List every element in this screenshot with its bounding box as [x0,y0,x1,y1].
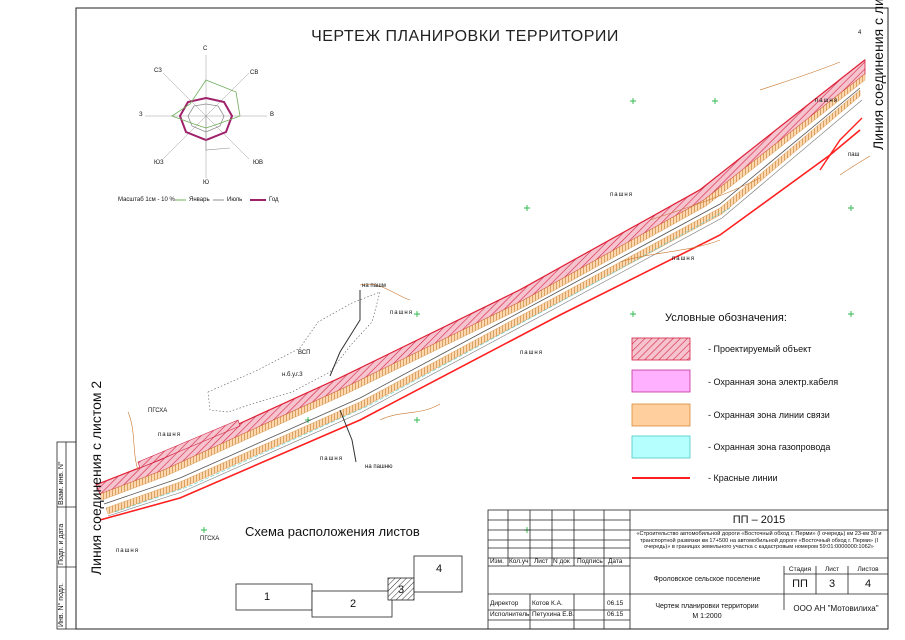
title-block-grid [487,509,889,630]
tb-drawing-name: Чертеж планировки территории [655,603,759,610]
tb-stage-label: Стадия [788,566,812,573]
legend-swatch-cable [631,369,691,393]
map-label-pashnya-3: пашня [520,350,543,356]
stamp-vzam: Взам. инв. N° [58,461,65,505]
link-line-sheet-4: Линия соединения с листом 4 [870,0,886,150]
legend-label-comm: - Охранная зона линии связи [708,410,830,420]
sheet-frame [75,7,889,630]
stamp-sign-date: Подп. и дата [58,523,65,565]
tb-sheet-label: Лист [824,566,840,573]
tb-header-date: Дата [608,558,623,565]
comm-zone-strip-2 [105,89,861,515]
tb-sheet: 3 [828,578,836,590]
legend-label-cable: - Охранная зона электр.кабеля [708,377,839,387]
map-label-pashnya-4: пашня [390,310,413,316]
map-label-na-pashnyu: на пашню [365,464,393,470]
tb-code: ПП – 2015 [732,514,786,526]
map-label-pgsha-2: ПГСХА [200,536,220,542]
sheet-scheme [235,555,463,618]
tb-sheets-label: Листов [857,566,879,573]
legend-label-redline: - Красные линии [708,473,778,483]
legend-label-projected: - Проектируемый объект [708,344,812,354]
tb-executor-date: 06.15 [607,611,624,618]
access-road-south [339,409,357,463]
windrose-legend-year: Год [269,197,279,203]
top-right-sheet-number: 4 [858,30,862,36]
scheme-sheet-4: 4 [436,563,443,575]
windrose-legend-july: Июль [227,197,243,203]
map-label-vsp: ВСП [298,350,311,356]
scheme-title: Схема расположения листов [245,524,420,539]
access-road-north [329,290,361,377]
contour-lines [127,61,871,471]
comm-zone-strip-1 [99,73,866,501]
windrose-dir-ne: СВ [250,70,259,76]
map-label-pashnya-6: пашня [158,432,181,438]
map-label-pashnya-8: пашня [815,98,838,104]
windrose-dir-e: В [270,112,275,118]
map-label-pash: паш [848,152,860,158]
scheme-sheet-2: 2 [350,598,357,610]
road-axis [103,87,861,505]
legend-swatch-comm [631,403,691,427]
windrose-dir-n: С [203,46,208,52]
windrose-legend-january: Январь [189,197,210,203]
tb-stage: ПП [792,578,808,590]
gas-line [114,207,731,513]
windrose-scale: Масштаб 1см - 10 % [118,197,175,203]
projected-object-strip [95,59,866,495]
red-line-east [819,117,863,171]
road-edge [107,99,863,517]
tb-settlement: Фроловское сельское поселение [653,576,761,583]
link-line-sheet-2: Линия соединения с листом 2 [88,380,104,575]
windrose-dir-nw: СЗ [154,68,162,74]
legend-label-gas: - Охранная зона газопровода [708,442,831,452]
windrose-dir-w: З [139,112,143,118]
stamp-inv-orig: Инв. N° подл. [58,583,65,627]
map-label-lug: н.б.у.г.3 [282,372,303,378]
tb-description: «Строительство автомобильной дороги «Вос… [636,531,882,551]
windrose-dir-se: ЮВ [253,160,264,166]
map-label-pashnya-5: пашня [320,456,343,462]
tb-header-sign: Подпись [577,558,603,565]
tb-executor-role: Исполнитель [490,611,530,618]
field-boundary [207,291,381,413]
tb-executor-name: Петухина Е.В. [532,611,575,618]
map-label-na-perm: на пашм [362,283,386,289]
legend-swatch-projected [631,337,691,361]
tb-header-izm: Изм. [490,558,504,565]
map-label-pashnya-2: пашня [672,256,695,262]
legend-swatch-gas [631,435,691,459]
tb-company: ООО АН "Мотовилиха" [793,604,879,613]
map-label-pgsha-1: ПГСХА [148,408,168,414]
tb-header-list: Лист [534,558,549,565]
map-label-pashnya-1: пашня [610,192,633,198]
windrose-dir-sw: ЮЗ [154,160,164,166]
tb-header-kol: Кол.уч [509,558,529,565]
tb-director-role: Директор [490,600,519,607]
tb-director-name: Котов К.А. [532,600,563,607]
red-line-north [95,59,866,486]
map-label-pashnya-7: пашня [116,548,139,554]
tb-header-ndok: N док [553,558,570,565]
tb-drawing-scale: М 1:2000 [692,613,722,620]
legend-title: Условные обозначения: [665,312,787,324]
wind-rose [145,55,267,178]
scheme-sheet-1: 1 [264,591,271,603]
tb-sheets: 4 [864,578,872,590]
side-stamp [56,441,77,630]
drawing-title: ЧЕРТЕЖ ПЛАНИРОВКИ ТЕРРИТОРИИ [311,28,619,45]
windrose-dir-s: Ю [203,180,210,186]
projected-object-strip-lower [137,419,241,469]
tb-director-date: 06.15 [607,600,624,607]
scheme-sheet-3: 3 [398,584,405,596]
